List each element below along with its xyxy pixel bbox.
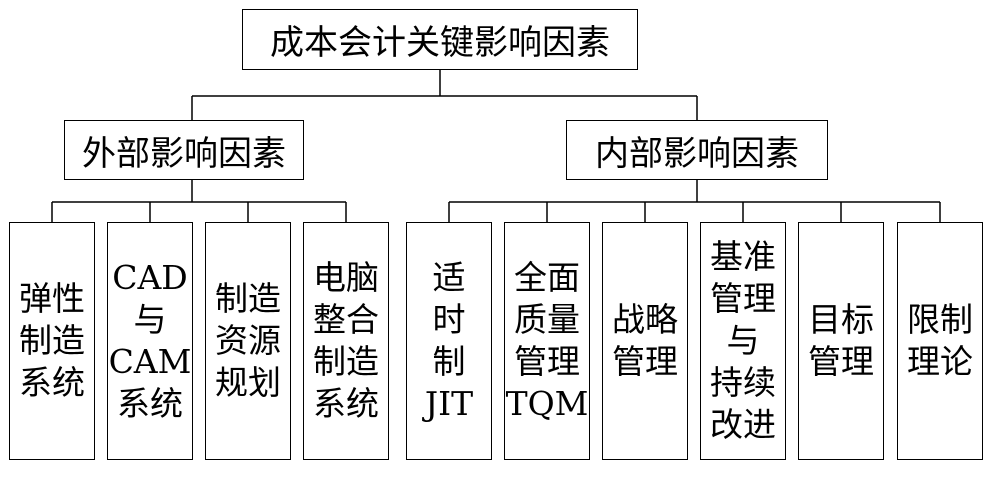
leaf-label: 基准 管理 与 持续 改进 [710, 237, 776, 444]
leaf-label: 目标 管理 [808, 300, 874, 381]
leaf-mrp: 制造 资源 规划 [205, 222, 291, 460]
root-node: 成本会计关键影响因素 [242, 9, 638, 70]
leaf-label: 电脑 整合 制造 系统 [313, 258, 379, 423]
leaf-label: 弹性 制造 系统 [19, 279, 85, 402]
leaf-benchmarking: 基准 管理 与 持续 改进 [700, 222, 786, 460]
leaf-strategic-management: 战略 管理 [602, 222, 688, 460]
leaf-flexible-manufacturing: 弹性 制造 系统 [9, 222, 95, 460]
leaf-label: 限制 理论 [907, 300, 973, 381]
leaf-label: CAD 与 CAM 系统 [108, 258, 192, 423]
leaf-label: 适 时 制 JIT [424, 258, 474, 423]
leaf-label: 制造 资源 规划 [215, 279, 281, 402]
external-factors-label: 外部影响因素 [82, 133, 286, 174]
internal-factors-node: 内部影响因素 [566, 120, 828, 180]
leaf-objective-management: 目标 管理 [798, 222, 884, 460]
root-label: 成本会计关键影响因素 [270, 23, 610, 63]
internal-factors-label: 内部影响因素 [595, 133, 799, 174]
leaf-tqm: 全面 质量 管理 TQM [504, 222, 590, 460]
external-factors-node: 外部影响因素 [64, 120, 304, 180]
leaf-jit: 适 时 制 JIT [406, 222, 492, 460]
leaf-label: 全面 质量 管理 TQM [505, 258, 589, 423]
leaf-label: 战略 管理 [612, 300, 678, 381]
leaf-theory-of-constraints: 限制 理论 [897, 222, 983, 460]
leaf-cad-cam: CAD 与 CAM 系统 [107, 222, 193, 460]
leaf-cim: 电脑 整合 制造 系统 [303, 222, 389, 460]
